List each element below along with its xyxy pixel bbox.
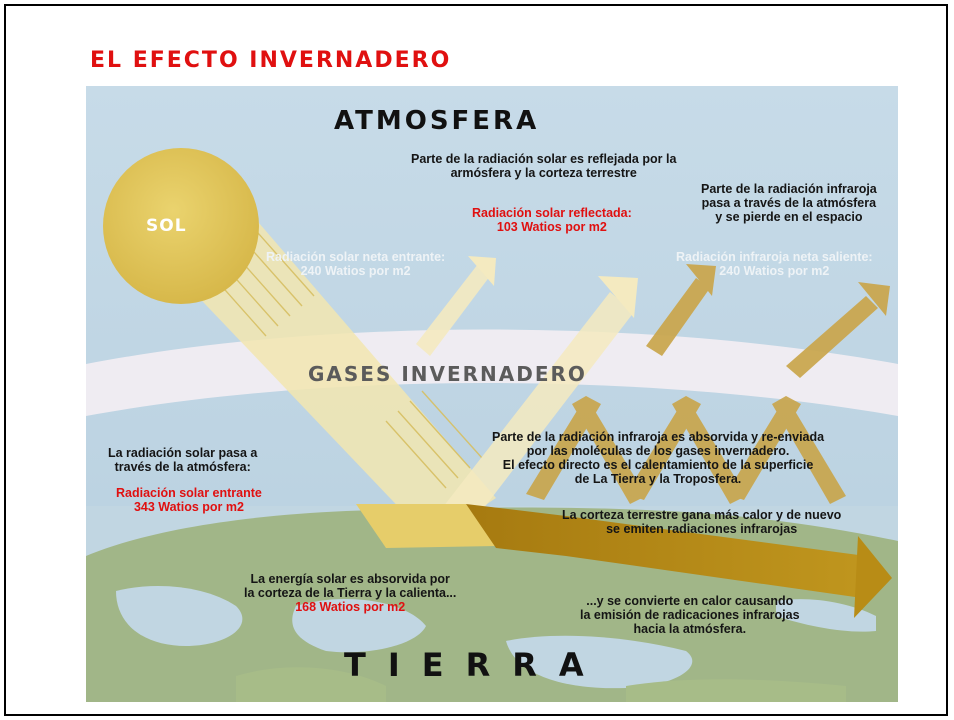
infrared-escape-description: Parte de la radiación infraroja pasa a t… <box>701 182 877 224</box>
ir-escape-line-3: y se pierde en el espacio <box>715 210 863 224</box>
heat-emission-description: ...y se convierte en calor causando la e… <box>580 594 800 636</box>
solar-passes-description: La radiación solar pasa a través de la a… <box>108 446 257 474</box>
reflected-solar-arrow <box>416 256 496 356</box>
net-outgoing-radiation: Radiación infraroja neta saliente: 240 W… <box>676 250 873 278</box>
figure-title: EL EFECTO INVERNADERO <box>90 48 452 73</box>
greenhouse-gases-label: GASES INVERNADERO <box>308 362 587 386</box>
reflected-desc-line-2: armósfera y la corteza terrestre <box>450 166 637 180</box>
reflected-radiation-description: Parte de la radiación solar es reflejada… <box>411 152 676 180</box>
sun <box>103 148 259 304</box>
absorbed-desc-line-2: la corteza de la Tierra y la calienta... <box>244 586 457 600</box>
earth-label: TIERRA <box>344 646 606 684</box>
crust-heat-description: La corteza terrestre gana más calor y de… <box>562 508 841 536</box>
solar-incoming-value: Radiación solar entrante 343 Watios por … <box>116 486 262 514</box>
ir-escape-line-2: pasa a través de la atmósfera <box>701 196 877 210</box>
ir-absorbed-line-2: por las moléculas de los gases invernade… <box>526 444 790 458</box>
reflected-desc-line-1: Parte de la radiación solar es reflejada… <box>411 152 677 166</box>
reflected-value-label: Radiación solar reflectada: <box>472 206 632 220</box>
diagram-graphics <box>86 86 898 702</box>
crust-heat-line-1: La corteza terrestre gana más calor y de… <box>562 508 842 522</box>
ir-absorbed-line-1: Parte de la radiación infraroja es absor… <box>492 430 825 444</box>
solar-absorbed-description: La energía solar es absorvida por la cor… <box>244 572 456 614</box>
net-incoming-label: Radiación solar neta entrante: <box>266 250 446 264</box>
surface-absorption-patch <box>356 504 496 548</box>
escaping-infrared-arrows <box>646 264 890 378</box>
earth-heat-arrow <box>466 504 892 618</box>
atmosphere-label: ATMOSFERA <box>334 106 540 136</box>
reflected-value-amount: 103 Watios por m2 <box>496 220 607 234</box>
heat-emission-line-2: la emisión de radicaciones infrarojas <box>580 608 800 622</box>
solar-incoming-amount: 343 Watios por m2 <box>133 500 244 514</box>
heat-emission-line-3: hacia la atmósfera. <box>633 622 747 636</box>
sun-label: SOL <box>146 216 187 236</box>
absorbed-value: 168 Watios por m2 <box>295 600 406 614</box>
net-incoming-value: 240 Watios por m2 <box>300 264 411 278</box>
solar-passes-line-1: La radiación solar pasa a <box>108 446 258 460</box>
ir-absorbed-line-4: de La Tierra y la Troposfera. <box>574 472 742 486</box>
net-outgoing-label: Radiación infraroja neta saliente: <box>676 250 873 264</box>
absorbed-desc-line-1: La energía solar es absorvida por <box>250 572 450 586</box>
greenhouse-diagram: ATMOSFERA SOL GASES INVERNADERO TIERRA P… <box>86 86 898 702</box>
reflected-solar-arrow-2 <box>436 276 638 534</box>
heat-emission-line-1: ...y se convierte en calor causando <box>586 594 794 608</box>
infrared-zigzag-arrows <box>526 396 846 504</box>
ir-absorbed-line-3: El efecto directo es el calentamiento de… <box>502 458 814 472</box>
ir-escape-line-1: Parte de la radiación infraroja <box>701 182 877 196</box>
net-outgoing-value: 240 Watios por m2 <box>719 264 830 278</box>
solar-incoming-label: Radiación solar entrante <box>116 486 262 500</box>
solar-passes-line-2: través de la atmósfera: <box>114 460 251 474</box>
net-incoming-radiation: Radiación solar neta entrante: 240 Watio… <box>266 250 445 278</box>
reflected-radiation-value: Radiación solar reflectada: 103 Watios p… <box>472 206 632 234</box>
infrared-absorbed-description: Parte de la radiación infraroja es absor… <box>492 430 824 486</box>
crust-heat-line-2: se emiten radiaciones infrarojas <box>606 522 798 536</box>
